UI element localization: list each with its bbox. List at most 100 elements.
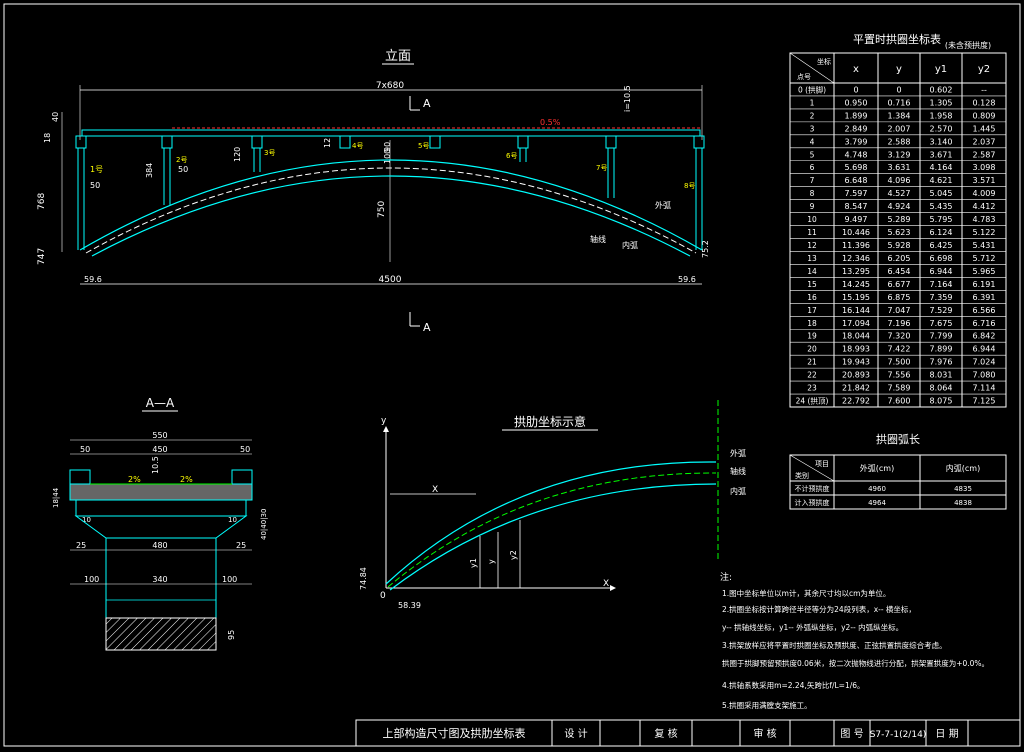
- table-cell: 1.899: [845, 111, 868, 120]
- note-2: 2.拱圈坐标按计算跨径半径等分为24段列表，x-- 横坐标，: [722, 604, 916, 614]
- dim-x: X: [432, 485, 438, 495]
- pier-2-label: 2号: [176, 156, 187, 164]
- table-cell: 18: [807, 319, 817, 328]
- table-cell: 12: [807, 241, 817, 250]
- table-cell: 17.094: [842, 319, 870, 328]
- table-cell: 13: [807, 254, 817, 263]
- tb-review: 复 核: [654, 727, 677, 740]
- table-cell: 3.671: [930, 150, 953, 159]
- title-block: 上部构造尺寸图及拱肋坐标表 设 计 复 核 审 核 图 号 S7-7-1(2/1…: [355, 719, 1021, 747]
- table-cell: 18.993: [842, 345, 870, 354]
- dim-480: 480: [152, 541, 167, 550]
- col-y: y: [896, 64, 902, 75]
- table-cell: 3.140: [930, 137, 953, 146]
- dim-span-top: 7x680: [376, 81, 405, 91]
- tb-fig-no: S7-7-1(2/14): [870, 730, 927, 740]
- table-cell: 0.602: [930, 85, 953, 94]
- table-cell: 7.320: [888, 332, 911, 341]
- table-cell: 7.556: [888, 371, 911, 380]
- table-cell: 5.431: [973, 241, 996, 250]
- pier-3-label: 3号: [264, 149, 275, 157]
- table-cell: 3.129: [888, 150, 911, 159]
- dim-74-84: 74.84: [359, 567, 368, 590]
- dim-gradient: i=10.5: [623, 85, 632, 112]
- dim-12: 12: [323, 138, 332, 148]
- table-cell: 6.875: [888, 293, 911, 302]
- dim-58-39: 58.39: [398, 601, 421, 610]
- table-cell: 7.422: [888, 345, 911, 354]
- table-cell: 5.435: [930, 202, 953, 211]
- table-cell: 6.842: [973, 332, 996, 341]
- table-cell: 7.196: [888, 319, 911, 328]
- table-cell: 7: [810, 176, 815, 185]
- piers: [75, 135, 705, 250]
- elevation-title: 立面: [385, 49, 411, 64]
- table-cell: 2.849: [845, 124, 868, 133]
- table-cell: 8.547: [845, 202, 868, 211]
- tb-fig-label: 图 号: [840, 728, 863, 740]
- table-cell: 5.045: [930, 189, 953, 198]
- dim-50-right: 50: [240, 445, 250, 454]
- table-cell: 3.631: [888, 163, 911, 172]
- table-cell: 5: [810, 150, 815, 159]
- table-cell: 6.698: [930, 254, 953, 263]
- table-cell: 6.391: [973, 293, 996, 302]
- table-cell: 4.164: [930, 163, 953, 172]
- table-cell: 1.958: [930, 111, 953, 120]
- rib-diagram-title: 拱肋坐标示意: [514, 414, 586, 429]
- table-cell: 6.648: [845, 176, 868, 185]
- table-cell: 11.396: [842, 241, 870, 250]
- table-cell: 6.716: [973, 319, 996, 328]
- tb-date: 日 期: [935, 728, 958, 740]
- pier-5-label: 5号: [418, 142, 429, 150]
- beam-section: [75, 499, 247, 517]
- al-row2-inner: 4838: [954, 499, 972, 507]
- dim-100-right: 100: [222, 575, 237, 584]
- table-cell: 7.047: [888, 306, 911, 315]
- coord-table-subtitle: (未含预拱度): [945, 40, 991, 50]
- col-y1: y1: [935, 64, 947, 75]
- table-cell: 17: [807, 306, 817, 315]
- dim-25-left: 25: [76, 541, 86, 550]
- cap-beam: [74, 515, 248, 539]
- notes: 注: 1.图中坐标单位以m计，其余尺寸均以cm为单位。 2.拱圈坐标按计算跨径半…: [720, 571, 989, 710]
- table-cell: 4.412: [973, 202, 996, 211]
- table-cell: 3.571: [973, 176, 996, 185]
- table-cell: 13.295: [842, 267, 870, 276]
- al-col-inner: 内弧(cm): [946, 463, 980, 473]
- elevation-view: 立面 7x680 0.5% i=10.5 40 18 768 747: [37, 49, 710, 334]
- table-cell: 3.799: [845, 137, 868, 146]
- table-cell: 15.195: [842, 293, 870, 302]
- dim-40-40-30: 40|40|30: [260, 509, 268, 540]
- notes-title: 注:: [720, 571, 732, 583]
- table-cell: 9.497: [845, 215, 868, 224]
- cross-slope-left: 2%: [128, 475, 141, 484]
- table-cell: 5.795: [930, 215, 953, 224]
- curbs: [69, 469, 253, 485]
- legend-axis: 轴线: [730, 466, 746, 476]
- dim-768: 768: [37, 193, 47, 210]
- table-cell: 5.122: [973, 228, 996, 237]
- dim-right-end: 59.6: [678, 275, 696, 284]
- table-cell: 10.446: [842, 228, 870, 237]
- note-2b: y-- 拱轴线坐标，y1-- 外弧纵坐标，y2-- 内弧纵坐标。: [722, 622, 903, 632]
- table-cell: 6.191: [973, 280, 996, 289]
- rib-inner-curve: [389, 483, 717, 591]
- axis-label: 轴线: [590, 234, 606, 244]
- table-cell: 6.454: [888, 267, 911, 276]
- table-cell: 24 (拱顶): [796, 396, 829, 406]
- legend-inner: 内弧: [730, 486, 746, 496]
- note-5: 5.拱圈采用满膛支架施工。: [722, 700, 812, 710]
- al-col-outer: 外弧(cm): [860, 463, 894, 473]
- origin-label: 0: [380, 591, 386, 601]
- section-aa-title: A—A: [146, 396, 175, 410]
- col-y2: y2: [978, 64, 990, 75]
- table-cell: 7.114: [973, 384, 996, 393]
- table-cell: 5.623: [888, 228, 911, 237]
- pier-8-label: 8号: [684, 182, 695, 190]
- table-cell: 22: [807, 371, 817, 380]
- arch-axis: [85, 167, 697, 254]
- table-cell: 15: [807, 280, 817, 289]
- table-cell: 7.976: [930, 358, 953, 367]
- dim-550: 550: [152, 431, 167, 440]
